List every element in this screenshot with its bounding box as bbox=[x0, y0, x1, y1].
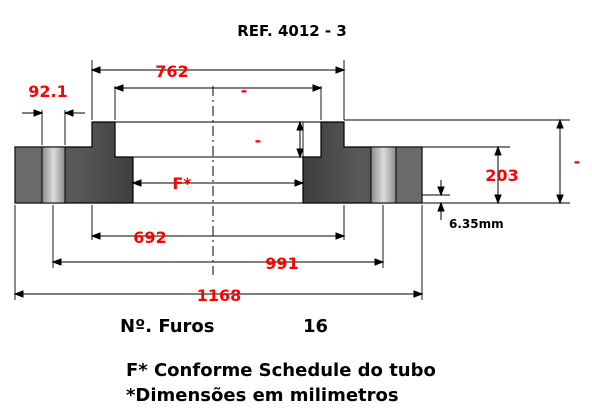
face-left bbox=[14, 146, 43, 204]
dim-203-label: 203 bbox=[485, 166, 518, 185]
face-right bbox=[395, 146, 423, 204]
dimension-lines bbox=[13, 66, 564, 298]
drawing-title: REF. 4012 - 3 bbox=[237, 22, 347, 40]
dim-hub-height-dash-label: - bbox=[255, 131, 262, 150]
dimension-labels: 762 92.1 - - F* 692 991 1168 203 - bbox=[28, 62, 580, 305]
dim-bore-label: F* bbox=[172, 174, 192, 193]
flange-right-section bbox=[302, 121, 423, 204]
dim-692-label: 692 bbox=[133, 228, 166, 247]
furos-value: 16 bbox=[303, 316, 329, 337]
extension-lines bbox=[14, 60, 570, 300]
dim-92-1-label: 92.1 bbox=[28, 82, 67, 101]
furos-label: Nº. Furos bbox=[120, 316, 215, 337]
dim-right-dash-label: - bbox=[574, 152, 581, 171]
dim-762-label: 762 bbox=[155, 62, 188, 81]
dim-991-label: 991 bbox=[265, 254, 298, 273]
note-units: *Dimensões em milimetros bbox=[126, 385, 399, 406]
dim-hub-dash-label: - bbox=[241, 81, 248, 100]
bolt-hole-left bbox=[41, 146, 66, 204]
dim-6-35-label: 6.35mm bbox=[449, 217, 504, 231]
bolt-hole-right bbox=[370, 146, 397, 204]
flange-left-section bbox=[14, 121, 134, 204]
dim-1168-label: 1168 bbox=[197, 286, 242, 305]
bore-outline bbox=[115, 121, 321, 204]
note-schedule: F* Conforme Schedule do tubo bbox=[126, 360, 436, 381]
